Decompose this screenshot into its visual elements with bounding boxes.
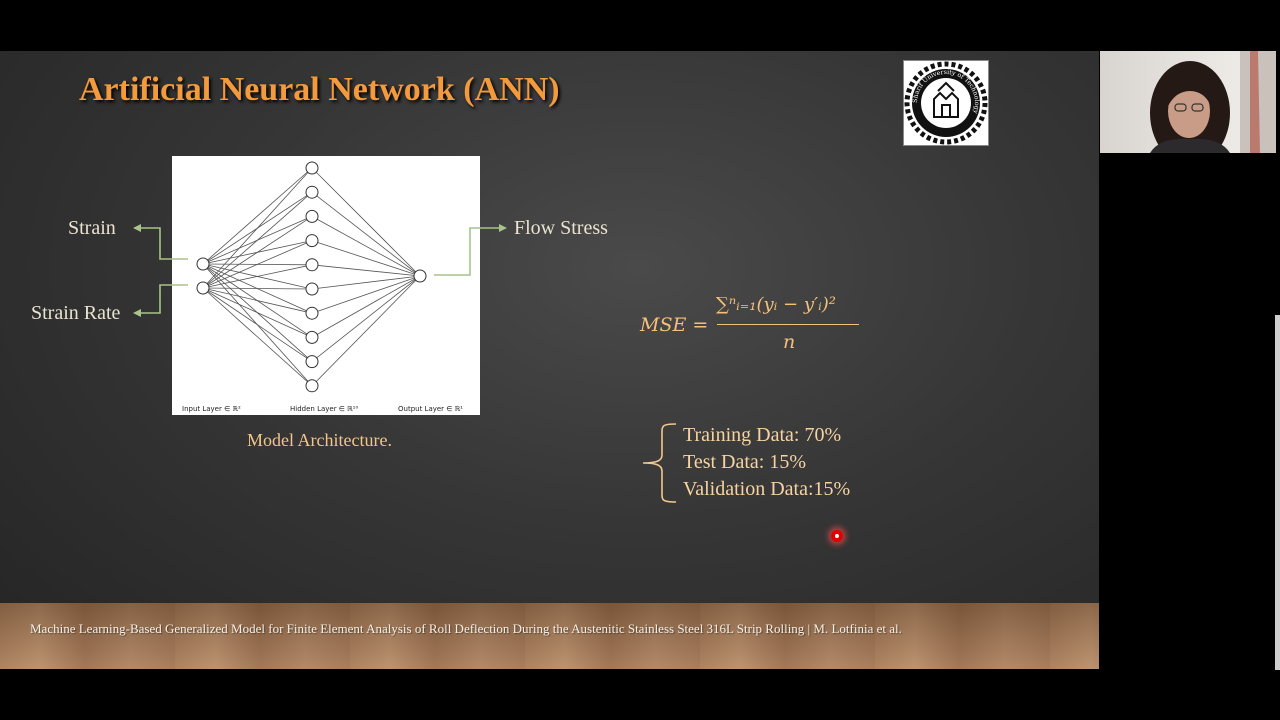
diagram-label-hidden: Hidden Layer ∈ ℝ¹⁰ [290,405,358,413]
university-logo: Sharif University of Technology [903,60,989,146]
scrollbar[interactable] [1275,315,1280,670]
hidden-node-2 [305,185,319,199]
slide-title: Artificial Neural Network (ANN) [79,71,560,108]
split-training: Training Data: 70% [683,424,842,446]
hidden-node-7 [305,306,319,320]
output-node-1 [413,269,427,283]
presenter-video [1150,51,1276,153]
hidden-node-10 [305,379,319,393]
split-test: Test Data: 15% [683,451,807,473]
ann-architecture-diagram: Input Layer ∈ ℝ² Hidden Layer ∈ ℝ¹⁰ Output… [172,156,480,415]
gear-seal-icon: Sharif University of Technology [904,61,988,145]
hidden-node-5 [305,258,319,272]
formula-denominator: n [783,331,796,353]
formula-lhs: MSE = [640,314,709,336]
strain-rate-arrowhead-icon [133,309,141,317]
hidden-node-4 [305,234,319,248]
hidden-node-8 [305,330,319,344]
input-label-strain: Strain [68,217,116,239]
hidden-node-6 [305,282,319,296]
output-label-flow-stress: Flow Stress [514,217,608,239]
formula-numerator: ∑ⁿᵢ₌₁(yᵢ − y′ᵢ)² [716,294,836,315]
hidden-node-3 [305,209,319,223]
input-node-2 [196,281,210,295]
split-validation: Validation Data:15% [683,478,851,500]
flow-stress-arrowhead-icon [499,224,507,232]
split-brace [642,423,677,503]
diagram-caption: Model Architecture. [247,430,392,450]
laser-pointer [831,530,843,542]
hidden-node-1 [305,161,319,175]
diagram-label-input: Input Layer ∈ ℝ² [182,405,241,413]
wood-floor-banner: Machine Learning-Based Generalized Model… [0,603,1099,669]
strain-arrowhead-icon [133,224,141,232]
webcam-feed [1100,51,1276,153]
network-graph: Input Layer ∈ ℝ² Hidden Layer ∈ ℝ¹⁰ Output… [182,161,463,413]
slide-footer: Machine Learning-Based Generalized Model… [30,621,902,636]
hidden-node-9 [305,355,319,369]
input-node-1 [196,257,210,271]
presentation-slide: Artificial Neural Network (ANN) Sharif U… [0,51,1099,669]
fraction-bar [717,324,859,325]
diagram-label-output: Output Layer ∈ ℝ¹ [398,405,463,413]
data-split-list: Training Data: 70% Test Data: 15% Valida… [683,422,850,503]
input-label-strain-rate: Strain Rate [31,302,121,324]
mse-formula: MSE = ∑ⁿᵢ₌₁(yᵢ − y′ᵢ)² n [640,294,880,358]
